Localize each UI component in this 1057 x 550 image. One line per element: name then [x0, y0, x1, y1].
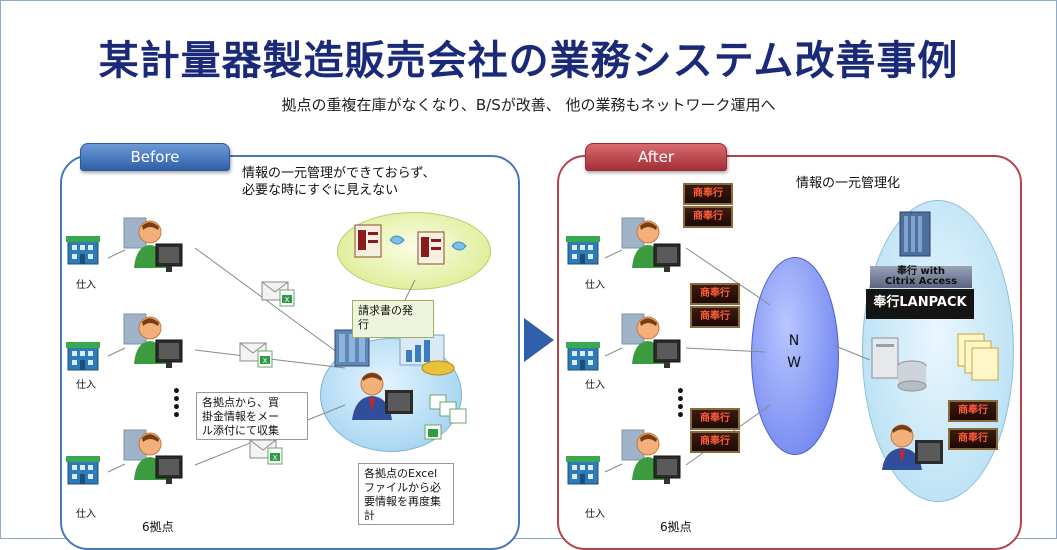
after-note: 情報の一元管理化 [796, 176, 901, 191]
slide-subtitle: 拠点の重複在庫がなくなり、B/Sが改善、 他の業務もネットワーク運用へ [281, 96, 776, 114]
store-icon [65, 235, 101, 265]
product-badge: 商奉行 [690, 431, 740, 453]
points-label: 6拠点 [142, 520, 174, 534]
product-badge: 商奉行 [690, 283, 740, 305]
points-label: 6拠点 [660, 520, 692, 534]
citrix-product-label: 奉行 with Citrix Access [870, 266, 972, 288]
invoice-label: 請求書の発 行 [352, 300, 434, 338]
product-badge: 商奉行 [683, 206, 733, 228]
network-oval [751, 257, 839, 455]
slide-title: 某計量器製造販売会社の業務システム改善事例 [98, 38, 959, 84]
network-label: N W [751, 330, 837, 374]
after-tab: After [585, 143, 727, 171]
excel-label: 各拠点のExcel ファイルから必 要情報を再度集 計 [358, 463, 454, 525]
ellipsis-dots-icon: •••• [172, 385, 181, 423]
purchase-label: 仕入 [585, 509, 605, 520]
purchase-label: 仕入 [76, 280, 96, 291]
product-badge: 商奉行 [948, 400, 998, 422]
product-badge: 商奉行 [690, 306, 740, 328]
collect-label: 各拠点から、買 掛金情報をメー ル添付にて収集 [196, 392, 308, 440]
purchase-label: 仕入 [76, 509, 96, 520]
ellipsis-dots-icon: •••• [676, 385, 685, 423]
store-icon [65, 455, 101, 485]
purchase-label: 仕入 [585, 380, 605, 391]
lanpack-product-label: 奉行LANPACK [866, 289, 974, 319]
product-badge: 商奉行 [948, 428, 998, 450]
transition-arrow-icon [524, 318, 554, 362]
product-badge: 商奉行 [690, 408, 740, 430]
before-note: 情報の一元管理ができておらず、 必要な時にすぐに見えない [242, 166, 436, 198]
before-tab: Before [80, 143, 230, 171]
network-label-n: N [788, 333, 800, 349]
store-icon [65, 341, 101, 371]
product-badge: 商奉行 [683, 183, 733, 205]
purchase-label: 仕入 [585, 280, 605, 291]
purchase-label: 仕入 [76, 380, 96, 391]
network-label-w: W [787, 355, 801, 371]
